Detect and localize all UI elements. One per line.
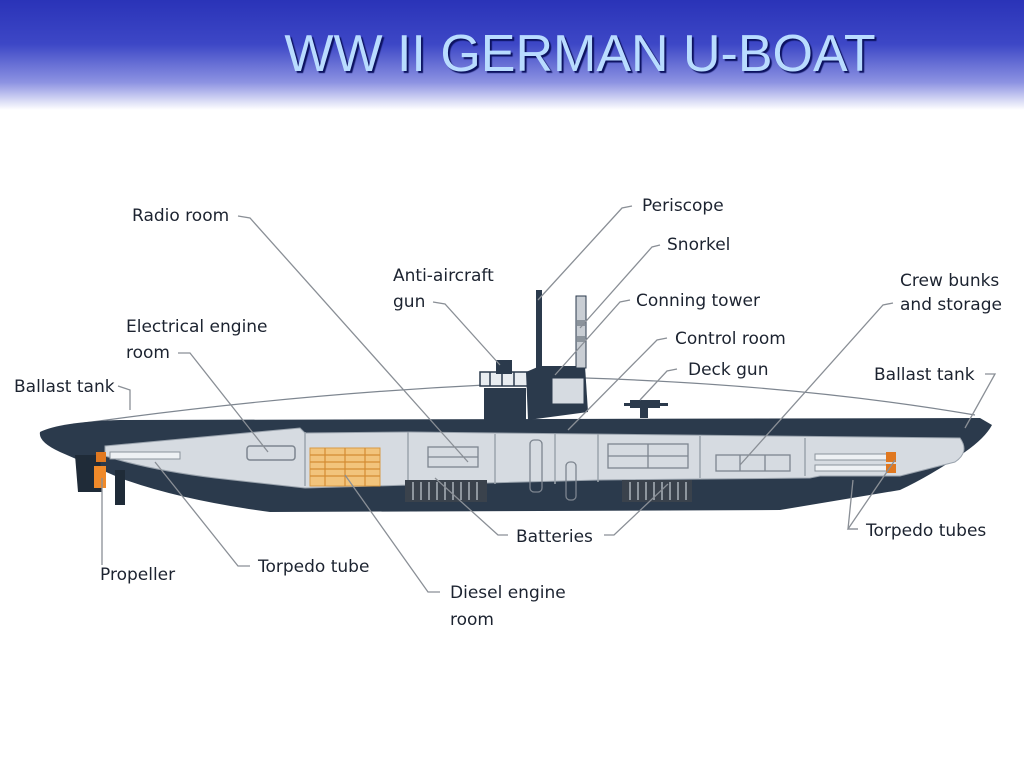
label-periscope: Periscope [642, 196, 724, 216]
label-electrical-line1: Electrical engine [126, 317, 268, 337]
label-ballast-tank-stern: Ballast tank [14, 377, 115, 397]
battery-banks [405, 480, 692, 502]
label-anti-aircraft-line1: Anti-aircraft [393, 266, 494, 286]
label-deck-gun: Deck gun [688, 360, 768, 380]
labels: Radio room Periscope Snorkel Anti-aircra… [14, 196, 1002, 630]
conning-tower-shape [479, 290, 588, 422]
label-torpedo-tubes: Torpedo tubes [865, 521, 986, 541]
periscope-mast [536, 290, 542, 368]
label-batteries: Batteries [516, 527, 593, 547]
label-anti-aircraft-line2: gun [393, 292, 425, 312]
deck-gun-shape [624, 400, 668, 418]
propeller-shape [94, 452, 106, 488]
label-control-room: Control room [675, 329, 786, 349]
bow-tube-cap [886, 464, 896, 473]
label-snorkel: Snorkel [667, 235, 730, 255]
snorkel-mast [575, 295, 587, 369]
title-banner [0, 0, 1024, 110]
label-diesel-line1: Diesel engine [450, 583, 566, 603]
label-electrical-line2: room [126, 343, 170, 363]
label-radio-room: Radio room [132, 206, 229, 226]
slide-title: WW II GERMAN U-BOAT [284, 25, 876, 83]
label-ballast-tank-bow: Ballast tank [874, 365, 975, 385]
label-conning-tower: Conning tower [636, 291, 760, 311]
label-crew-bunks-line2: and storage [900, 295, 1002, 315]
label-propeller: Propeller [100, 565, 175, 585]
bow-tube-cap [886, 452, 896, 462]
label-torpedo-tube: Torpedo tube [257, 557, 369, 577]
jumping-wire [69, 377, 976, 426]
label-diesel-line2: room [450, 610, 494, 630]
label-crew-bunks-line1: Crew bunks [900, 271, 999, 291]
diesel-engines [309, 447, 381, 487]
leader-lines [101, 205, 997, 593]
